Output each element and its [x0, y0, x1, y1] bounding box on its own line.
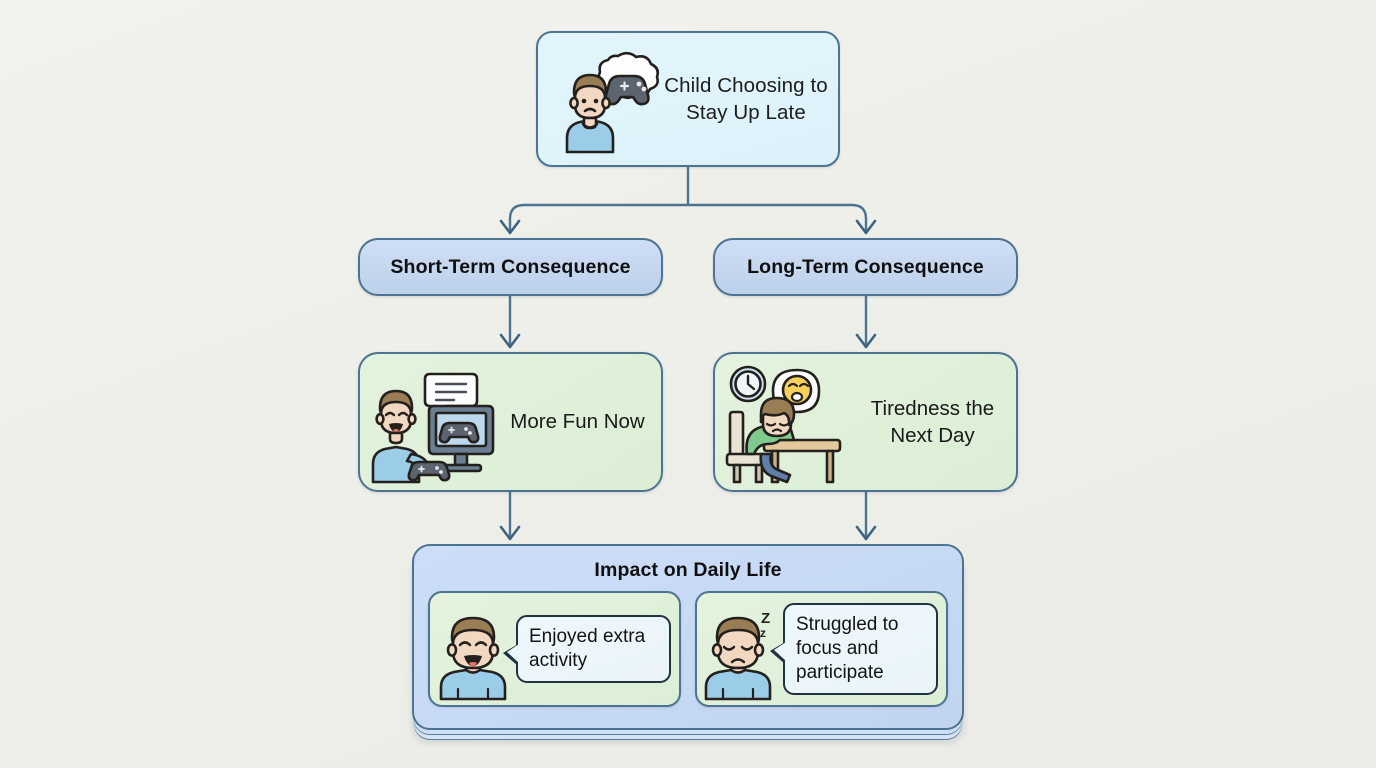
- node-more-fun-label: More Fun Now: [510, 410, 645, 434]
- node-short-term-consequence[interactable]: Short-Term Consequence: [358, 238, 663, 296]
- arrowhead-more-fun-to-impact: [499, 525, 521, 541]
- arrowhead-tiredness-to-impact: [855, 525, 877, 541]
- node-long-term-label: Long-Term Consequence: [747, 255, 984, 278]
- child-sleeping-at-desk-icon: [725, 365, 842, 484]
- child-thinking-gamepad-icon: [565, 51, 660, 154]
- arrowhead-to-short-term: [499, 219, 521, 235]
- impact-quote-positive: Enjoyed extra activity: [503, 614, 671, 684]
- impact-panel-title: Impact on Daily Life: [594, 559, 782, 581]
- svg-text:Z: Z: [761, 610, 770, 627]
- arrowhead-to-long-term: [855, 219, 877, 235]
- arrowhead-to-more-fun: [499, 333, 521, 349]
- node-short-term-label: Short-Term Consequence: [390, 255, 631, 278]
- node-more-fun-now[interactable]: More Fun Now: [358, 352, 663, 492]
- node-root[interactable]: Child Choosing to Stay Up Late: [536, 31, 840, 167]
- connector-bus-left: [508, 203, 690, 233]
- sleepy-child-zz-icon: Z z: [704, 610, 772, 701]
- impact-card-negative[interactable]: Z z Struggled to focus and participate: [695, 591, 948, 707]
- connector-bus-right: [686, 203, 868, 233]
- node-root-label: Child Choosing to Stay Up Late: [664, 73, 828, 124]
- node-long-term-consequence[interactable]: Long-Term Consequence: [713, 238, 1018, 296]
- happy-child-icon: [439, 616, 507, 701]
- impact-quote-negative: Struggled to focus and participate: [770, 602, 938, 696]
- svg-text:z: z: [760, 626, 766, 640]
- node-tiredness-label: Tiredness the Next Day: [870, 396, 995, 447]
- node-tiredness-next-day[interactable]: Tiredness the Next Day: [713, 352, 1018, 492]
- arrowhead-to-tiredness: [855, 333, 877, 349]
- impact-cards-row: Enjoyed extra activity: [414, 582, 962, 707]
- impact-card-positive[interactable]: Enjoyed extra activity: [428, 591, 681, 707]
- node-impact-on-daily-life[interactable]: Impact on Daily Life: [412, 544, 964, 730]
- child-gaming-monitor-icon: [371, 372, 495, 484]
